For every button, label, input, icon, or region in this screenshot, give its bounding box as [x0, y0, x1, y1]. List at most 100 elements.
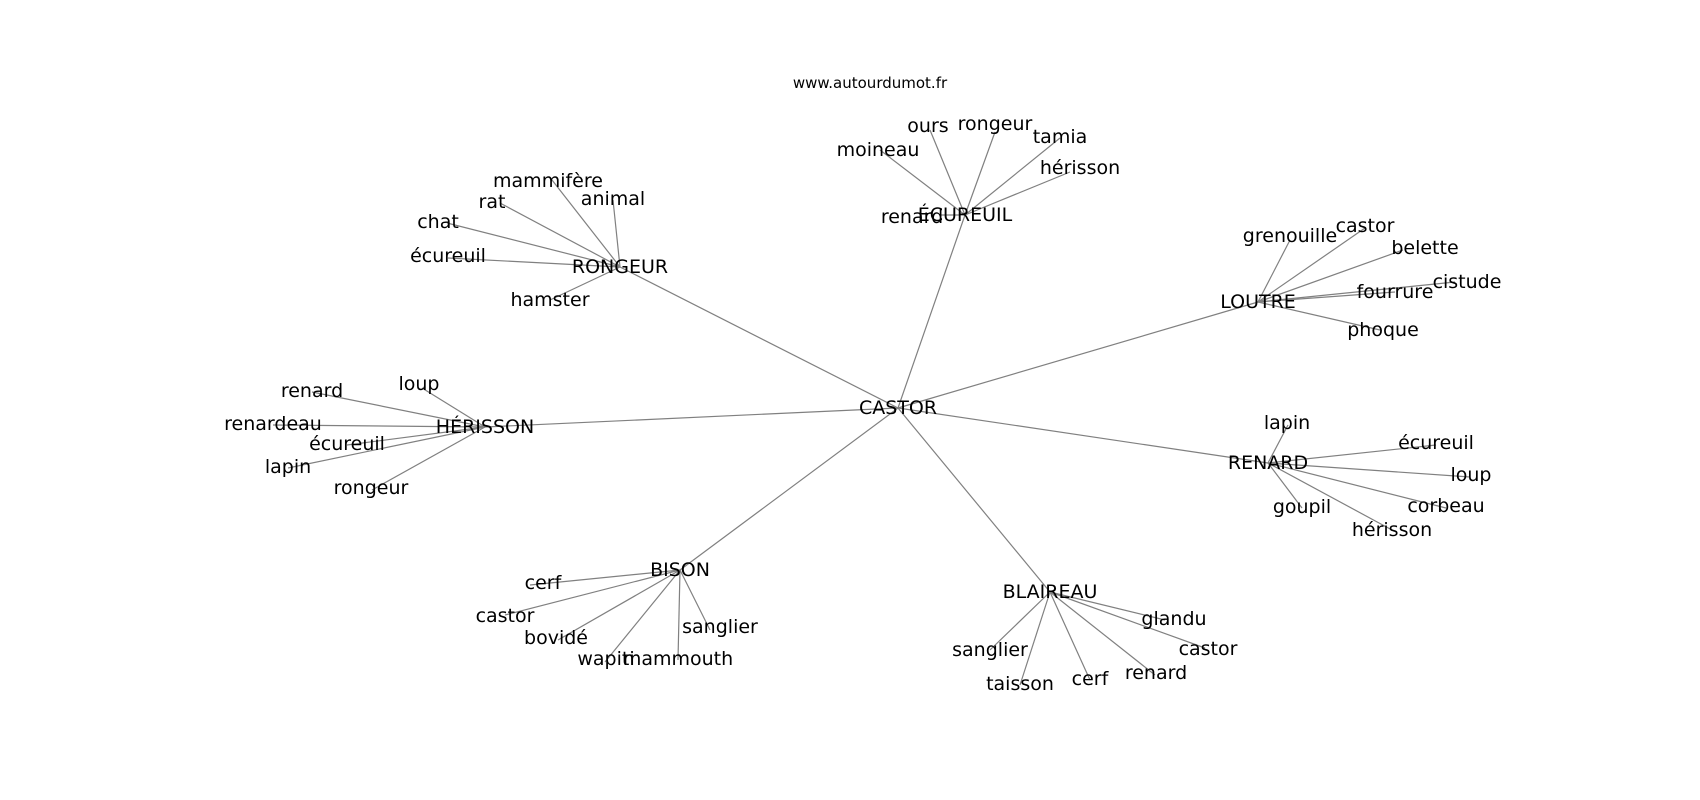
leaf-node-label: cistude [1433, 271, 1502, 293]
leaf-node-label: loup [1450, 464, 1491, 486]
leaf-node-label: hamster [510, 289, 589, 311]
edge-hub-to-leaf [529, 569, 681, 586]
leaf-node-label: renard [281, 380, 343, 402]
leaf-node-label: glandu [1141, 608, 1206, 630]
edge-hub-to-leaf [549, 266, 621, 301]
leaf-node-label: mammouth [623, 648, 733, 670]
leaf-node-label: wapiti [577, 648, 634, 670]
leaf-node-label: phoque [1347, 319, 1419, 341]
edge-hub-to-leaf [1049, 591, 1206, 649]
edge-hub-to-leaf [421, 387, 486, 428]
edge-hub-to-leaf [964, 171, 1071, 216]
leaf-node-label: écureuil [309, 433, 385, 455]
leaf-node-label: loup [398, 373, 439, 395]
edge-hub-to-leaf [1267, 462, 1303, 509]
edge-hub-to-leaf [346, 426, 486, 446]
leaf-node-label: cerf [1072, 668, 1110, 690]
edge-hub-to-leaf [1257, 227, 1366, 303]
edge-center-to-hub [897, 407, 1051, 593]
leaf-node-label: rongeur [334, 477, 409, 499]
edge-hub-to-leaf [989, 591, 1051, 651]
leaf-node-label: taisson [986, 673, 1054, 695]
edge-hub-to-leaf [557, 569, 681, 641]
hub-node-label: BLAIREAU [1003, 581, 1098, 603]
edge-hub-to-leaf [929, 129, 966, 216]
edge-hub-to-leaf [504, 569, 681, 616]
edge-hub-to-leaf [551, 179, 621, 268]
leaf-node-label: hérisson [1352, 519, 1432, 541]
edge-hub-to-leaf [964, 131, 996, 216]
leaf-node-label: sanglier [682, 616, 758, 638]
leaf-node-label: tamia [1033, 126, 1088, 148]
edge-hub-to-leaf [371, 426, 486, 491]
edge-hub-to-leaf [1257, 301, 1381, 331]
leaf-node-label: mammifère [493, 170, 603, 192]
leaf-node-label: rat [479, 191, 506, 213]
leaf-node-label: fourrure [1357, 281, 1434, 303]
edge-hub-to-leaf [1257, 291, 1396, 303]
edge-hub-to-leaf [446, 222, 621, 268]
leaf-node-label: corbeau [1407, 495, 1484, 517]
leaf-node-label: renard [881, 206, 943, 228]
edge-hub-to-leaf [1049, 591, 1091, 681]
edge-hub-to-leaf [612, 199, 621, 268]
edge-hub-to-leaf [499, 202, 621, 268]
leaf-node-label: renard [1125, 662, 1187, 684]
leaf-node-label: castor [1336, 215, 1395, 237]
hub-node-label: BISON [650, 559, 710, 581]
leaf-node-label: grenouille [1243, 225, 1337, 247]
leaf-node-label: rongeur [958, 113, 1033, 135]
hub-node-label: RENARD [1228, 452, 1308, 474]
edge-hub-to-leaf [604, 569, 681, 663]
hub-node-label: ÉCUREUIL [918, 203, 1013, 226]
edge-hub-to-leaf [879, 149, 966, 216]
edge-hub-to-leaf [679, 569, 711, 631]
edge-hub-to-leaf [287, 426, 486, 469]
leaf-node-label: belette [1391, 237, 1458, 259]
leaf-node-label: cerf [525, 572, 563, 594]
graph-edges [272, 129, 1471, 686]
edge-center-to-hub [679, 407, 899, 571]
leaf-node-label: moineau [837, 139, 920, 161]
edge-center-to-hub [897, 214, 966, 409]
leaf-node-label: lapin [1264, 412, 1310, 434]
leaf-node-label: goupil [1273, 496, 1331, 518]
edge-center-to-hub [897, 407, 1269, 464]
leaf-node-label: castor [1179, 638, 1238, 660]
edge-hub-to-leaf [447, 257, 621, 268]
edge-hub-to-leaf [1267, 462, 1471, 478]
edge-hub-to-leaf [964, 137, 1061, 216]
center-node-label: CASTOR [859, 397, 937, 419]
leaf-node-label: renardeau [224, 413, 322, 435]
edge-center-to-hub [897, 301, 1259, 409]
edge-hub-to-leaf [1049, 591, 1156, 676]
edge-hub-to-leaf [1049, 591, 1166, 621]
hub-node-label: LOUTRE [1220, 291, 1296, 313]
hub-node-label: HÉRISSON [436, 415, 534, 438]
edge-hub-to-leaf [1019, 591, 1051, 686]
edge-center-to-hub [484, 407, 899, 428]
edge-center-to-hub [619, 266, 899, 409]
leaf-node-label: bovidé [524, 627, 588, 649]
edge-hub-to-leaf [677, 569, 681, 661]
edge-hub-to-leaf [1267, 462, 1447, 509]
edge-hub-to-leaf [1267, 444, 1437, 464]
edge-hub-to-leaf [1257, 281, 1456, 303]
edge-hub-to-leaf [311, 391, 486, 428]
leaf-node-label: ours [907, 115, 948, 137]
hub-node-label: RONGEUR [572, 256, 668, 278]
edge-hub-to-leaf [1257, 249, 1404, 303]
edge-hub-to-leaf [1257, 239, 1291, 303]
leaf-node-label: écureuil [1398, 432, 1474, 454]
leaf-node-label: écureuil [410, 245, 486, 267]
site-label: www.autourdumot.fr [793, 74, 948, 92]
edge-hub-to-leaf [272, 424, 486, 428]
leaf-node-label: lapin [265, 456, 311, 478]
edge-hub-to-leaf [1267, 462, 1393, 531]
leaf-node-label: hérisson [1040, 157, 1120, 179]
leaf-node-label: animal [581, 188, 645, 210]
leaf-node-label: chat [417, 211, 459, 233]
leaf-node-label: sanglier [952, 639, 1028, 661]
